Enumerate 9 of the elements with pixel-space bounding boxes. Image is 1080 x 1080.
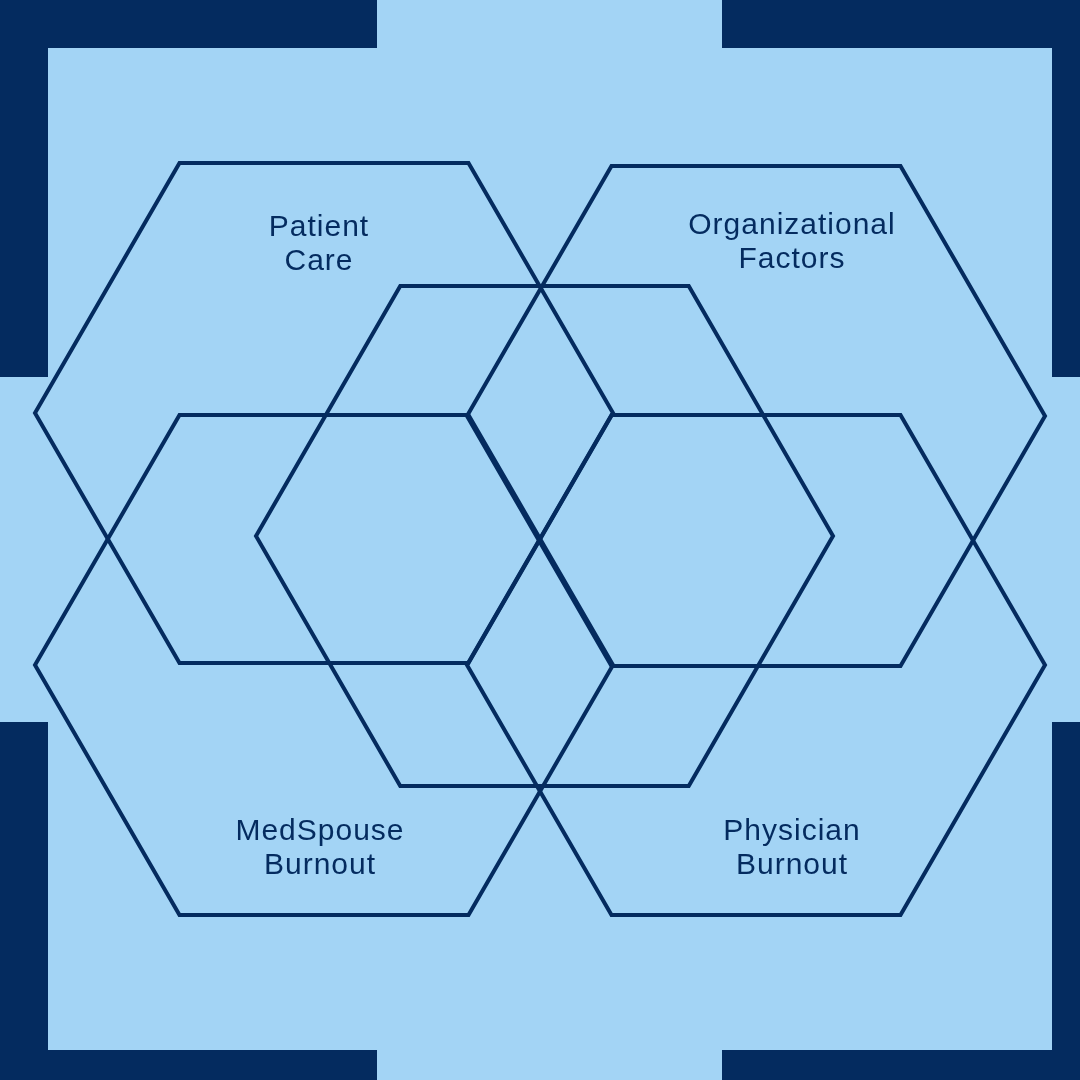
hexagon-outline bbox=[464, 163, 1048, 669]
hexagon-outline bbox=[32, 160, 616, 666]
category-label: Organizational Factors bbox=[688, 207, 896, 275]
hexagon-outline bbox=[32, 412, 616, 918]
category-label: Patient Care bbox=[268, 209, 370, 277]
category-label: MedSpouse Burnout bbox=[235, 813, 405, 881]
hexagon-outline bbox=[253, 283, 836, 789]
category-label: Physician Burnout bbox=[723, 813, 861, 881]
hexagon-outline bbox=[464, 412, 1048, 918]
